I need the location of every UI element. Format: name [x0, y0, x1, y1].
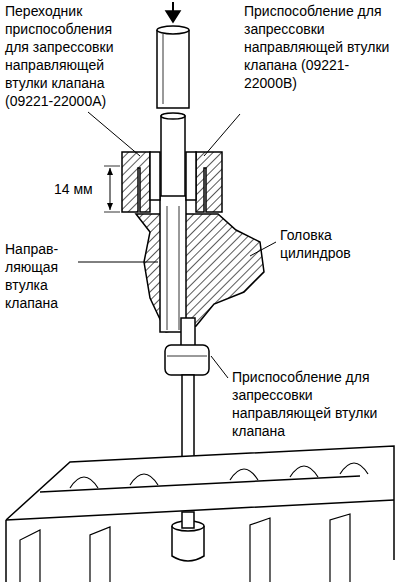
part-label: Головка цилиндров	[280, 226, 390, 262]
part-label: Приспособление для запрессовки направляю…	[232, 368, 382, 440]
part-label: Переходник приспособления для запрессовк…	[5, 2, 123, 110]
part-label: 14 мм	[54, 180, 106, 198]
part-label: Направ- ляющая втулка клапана	[5, 240, 77, 312]
part-label: Приспособление для запрессовки направляю…	[244, 2, 394, 92]
